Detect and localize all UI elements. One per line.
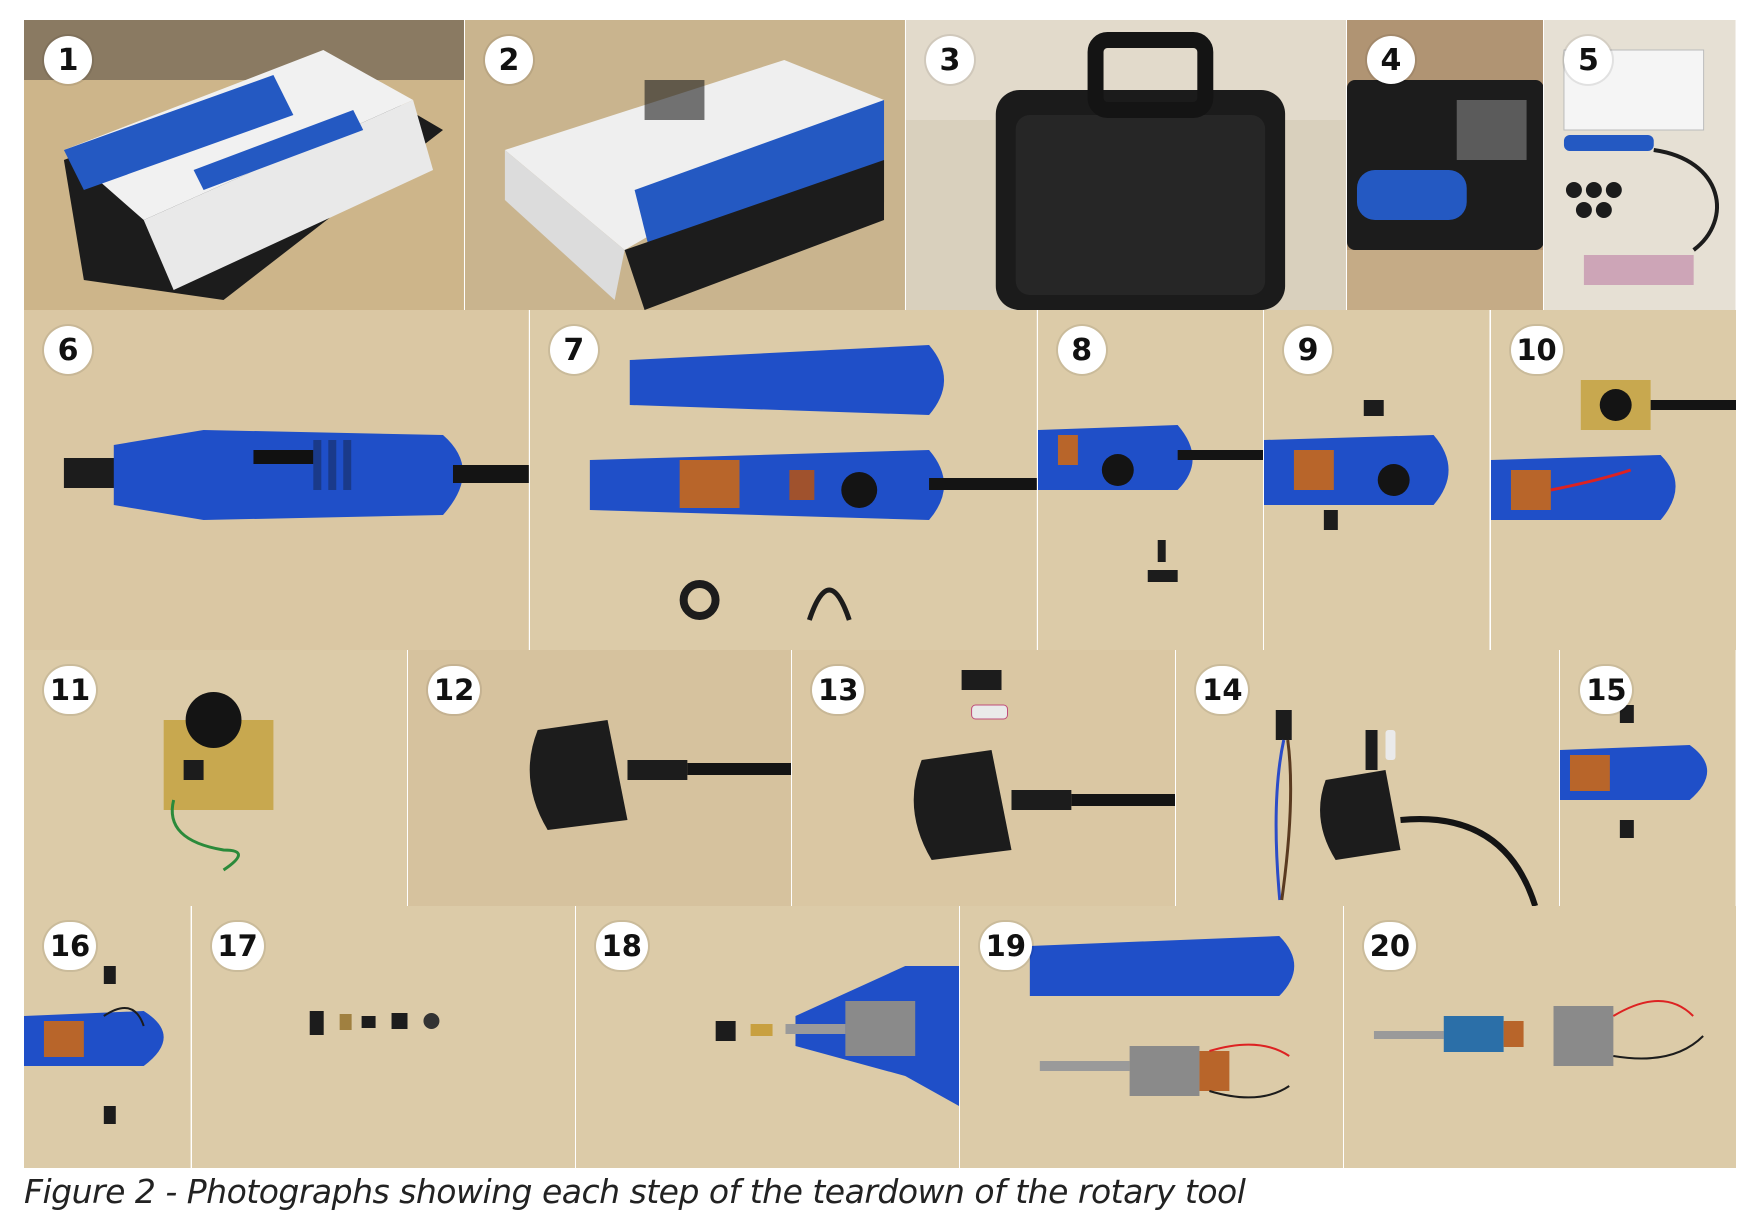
photo-step-16: 16 [24, 906, 192, 1168]
photo-step-6: 6 [24, 310, 530, 650]
step-number-badge: 2 [484, 36, 533, 84]
photo-step-15: 15 [1560, 650, 1737, 906]
photo-step-11: 11 [24, 650, 409, 906]
step-number-badge: 13 [812, 666, 865, 714]
photo-step-3: 3 [905, 20, 1347, 310]
step-number-badge: 20 [1363, 922, 1416, 970]
photo-row-4: 16 17 18 [24, 906, 1737, 1168]
photo-step-17: 17 [191, 906, 576, 1168]
step-number-badge: 9 [1284, 326, 1333, 374]
photo-brushes-removed [1560, 650, 1737, 906]
photo-step-13: 13 [792, 650, 1177, 906]
photo-step-14: 14 [1176, 650, 1561, 906]
step-number-badge: 17 [211, 922, 264, 970]
photo-step-18: 18 [575, 906, 960, 1168]
step-number-badge: 12 [428, 666, 481, 714]
photo-kit-contents [1544, 20, 1736, 310]
photo-boxed-tool [24, 20, 464, 310]
step-number-badge: 5 [1564, 36, 1613, 84]
step-number-badge: 7 [549, 326, 598, 374]
photo-step-2: 2 [464, 20, 906, 310]
photo-open-case [1346, 20, 1544, 310]
photo-step-9: 9 [1264, 310, 1491, 650]
photo-step-7: 7 [529, 310, 1038, 650]
step-number-badge: 11 [44, 666, 96, 714]
photo-row-3: 11 12 13 [24, 650, 1737, 906]
photo-carry-case [905, 20, 1346, 310]
photo-armature-stator [1343, 906, 1737, 1168]
step-number-badge: 19 [979, 922, 1032, 970]
photo-step-4: 4 [1346, 20, 1545, 310]
step-number-badge: 16 [44, 922, 96, 970]
step-number-badge: 3 [925, 36, 974, 84]
step-number-badge: 4 [1366, 36, 1415, 84]
photo-motor-removed [959, 906, 1343, 1168]
photo-row-1: 1 2 3 [24, 20, 1736, 310]
step-number-badge: 8 [1057, 326, 1106, 374]
figure-caption: Figure 2 - Photographs showing each step… [24, 1172, 1246, 1211]
photo-step-10: 10 [1490, 310, 1736, 650]
photo-step-1: 1 [24, 20, 465, 310]
photo-opened-housing [529, 310, 1037, 650]
photo-step-20: 20 [1343, 906, 1737, 1168]
photo-grid: 1 2 3 [24, 20, 1737, 1168]
photo-circuit-removal [1037, 310, 1264, 650]
photo-step-8: 8 [1037, 310, 1265, 650]
step-number-badge: 10 [1510, 326, 1563, 374]
photo-box-back [464, 20, 905, 310]
photo-row-2: 6 7 [24, 310, 1736, 650]
photo-step-12: 12 [408, 650, 793, 906]
photo-plug-fuse [792, 650, 1176, 906]
step-number-badge: 6 [44, 326, 92, 374]
step-number-badge: 14 [1196, 666, 1249, 714]
step-number-badge: 15 [1580, 666, 1633, 714]
photo-step-19: 19 [959, 906, 1344, 1168]
photo-rotary-tool [24, 310, 529, 650]
photo-step-5: 5 [1544, 20, 1736, 310]
step-number-badge: 18 [595, 922, 648, 970]
step-number-badge: 1 [44, 36, 92, 84]
